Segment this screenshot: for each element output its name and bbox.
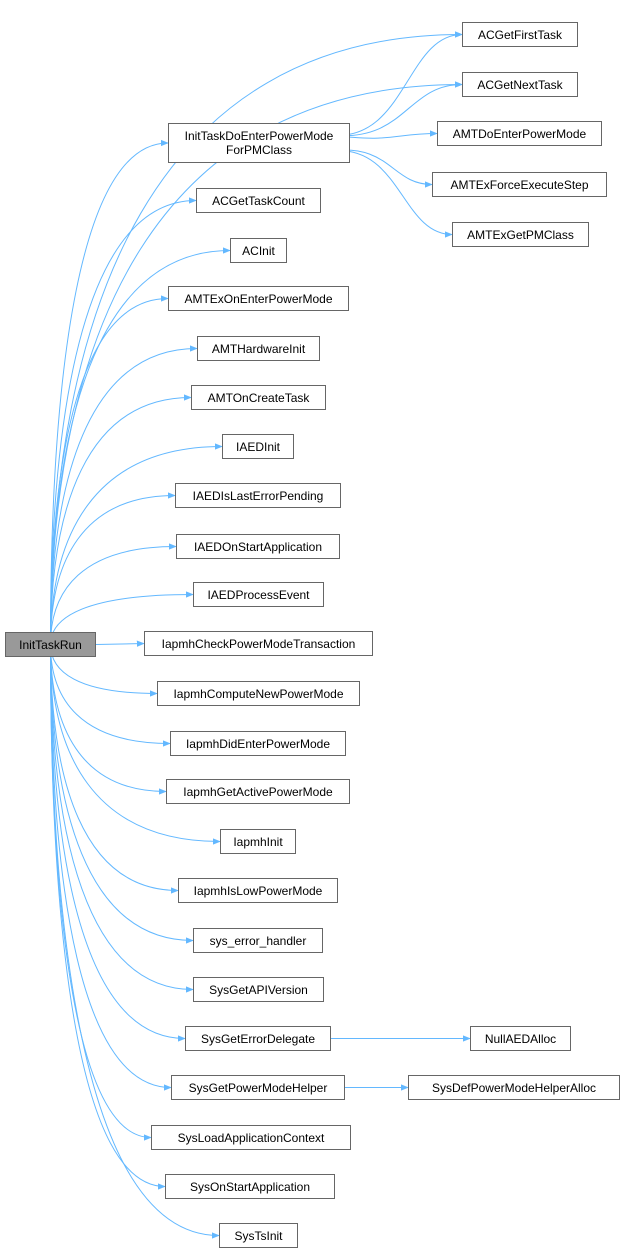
node-sys-get-apiversion[interactable]: SysGetAPIVersion	[193, 977, 324, 1002]
edge-root-to-amtExOnEnter	[50, 295, 169, 645]
node-acinit[interactable]: ACInit	[230, 238, 287, 263]
node-amton-create-task[interactable]: AMTOnCreateTask	[191, 385, 326, 410]
edge-root-to-iapmhDidEnter	[50, 644, 171, 747]
node-acget-next-task[interactable]: ACGetNextTask	[462, 72, 578, 97]
edge-root-to-sysLoadAppCtx	[50, 644, 152, 1141]
edge-root-to-iaedIsLast	[50, 492, 176, 645]
edge-root-to-iapmhGetActive	[50, 644, 167, 795]
node-iaedis-last-error-pending[interactable]: IAEDIsLastErrorPending	[175, 483, 341, 508]
node-label: SysTsInit	[234, 1228, 283, 1243]
node-amthardware-init[interactable]: AMTHardwareInit	[197, 336, 320, 361]
node-label: IapmhCheckPowerModeTransaction	[161, 636, 356, 651]
node-iaedprocess-event[interactable]: IAEDProcessEvent	[193, 582, 324, 607]
edge-root-to-iapmhCheck	[95, 640, 145, 647]
node-iapmh-init[interactable]: IapmhInit	[220, 829, 296, 854]
node-label: SysOnStartApplication	[189, 1179, 311, 1194]
node-acget-task-count[interactable]: ACGetTaskCount	[196, 188, 321, 213]
node-iaedinit[interactable]: IAEDInit	[222, 434, 294, 459]
node-label: NullAEDAlloc	[484, 1031, 557, 1046]
node-label: IAEDOnStartApplication	[193, 539, 323, 554]
node-iapmh-is-low-power-mode[interactable]: IapmhIsLowPowerMode	[178, 878, 338, 903]
edge-root-to-amtHwInit	[50, 345, 198, 645]
node-iapmh-check-power-mode-transaction[interactable]: IapmhCheckPowerModeTransaction	[144, 631, 373, 656]
edge-root-to-sysErrorHandler	[50, 644, 194, 944]
node-label: IapmhIsLowPowerMode	[193, 883, 323, 898]
edge-root-to-initTaskDoEnter	[50, 139, 169, 645]
edge-root-to-iapmhIsLow	[50, 644, 179, 894]
node-label: IAEDInit	[235, 439, 280, 454]
node-label: IapmhInit	[233, 834, 283, 849]
node-iapmh-did-enter-power-mode[interactable]: IapmhDidEnterPowerMode	[170, 731, 346, 756]
node-acget-first-task[interactable]: ACGetFirstTask	[462, 22, 578, 47]
node-label: InitTaskRun	[19, 637, 82, 652]
node-amtdo-enter-power-mode[interactable]: AMTDoEnterPowerMode	[437, 121, 602, 146]
edge-root-to-iapmhInit	[50, 644, 221, 845]
node-label: ACGetNextTask	[477, 77, 563, 92]
node-init-task-do-enter-power-mode-for-pmclass[interactable]: InitTaskDoEnterPowerMode ForPMClass	[168, 123, 350, 163]
node-iapmh-compute-new-power-mode[interactable]: IapmhComputeNewPowerMode	[157, 681, 360, 706]
node-label: IapmhDidEnterPowerMode	[185, 736, 331, 751]
node-sys-ts-init[interactable]: SysTsInit	[219, 1223, 298, 1248]
node-sys-on-start-application[interactable]: SysOnStartApplication	[165, 1174, 335, 1199]
edge-root-to-sysOnStart	[50, 644, 166, 1190]
edge-root-to-acGetTaskCount	[50, 197, 197, 645]
node-label: SysGetAPIVersion	[209, 982, 308, 997]
edge-root-to-amtOnCreate	[50, 394, 192, 645]
node-label: ACGetFirstTask	[477, 27, 562, 42]
edge-root-to-sysGetErrorDelegate	[50, 644, 186, 1042]
node-label: SysGetPowerModeHelper	[188, 1080, 328, 1095]
node-label: AMTExGetPMClass	[467, 227, 574, 242]
node-label: IapmhComputeNewPowerMode	[173, 686, 344, 701]
edge-root-to-iaedInit	[50, 443, 223, 645]
node-label: AMTHardwareInit	[211, 341, 306, 356]
edge-initTaskDoEnter-to-acGetNextTask	[329, 81, 463, 137]
node-label: ACGetTaskCount	[212, 193, 305, 208]
edge-root-to-sysTsInit	[50, 644, 220, 1239]
node-sys-get-power-mode-helper[interactable]: SysGetPowerModeHelper	[171, 1075, 345, 1100]
node-amtex-get-pmclass[interactable]: AMTExGetPMClass	[452, 222, 589, 247]
node-label: InitTaskDoEnterPowerMode ForPMClass	[184, 129, 334, 157]
node-label: IapmhGetActivePowerMode	[183, 784, 333, 799]
node-iaedon-start-application[interactable]: IAEDOnStartApplication	[176, 534, 340, 559]
node-label: AMTExOnEnterPowerMode	[184, 291, 333, 306]
node-label: SysGetErrorDelegate	[200, 1031, 316, 1046]
node-init-task-run: InitTaskRun	[5, 632, 96, 657]
edge-root-to-acGetNextTask	[50, 81, 463, 645]
node-label: AMTDoEnterPowerMode	[452, 126, 587, 141]
node-iapmh-get-active-power-mode[interactable]: IapmhGetActivePowerMode	[166, 779, 350, 804]
edge-root-to-sysGetPmHelper	[50, 644, 172, 1091]
edge-root-to-iaedOnStart	[50, 543, 177, 645]
node-label: AMTOnCreateTask	[207, 390, 310, 405]
node-sys-load-application-context[interactable]: SysLoadApplicationContext	[151, 1125, 351, 1150]
node-label: AMTExForceExecuteStep	[450, 177, 589, 192]
node-label: SysDefPowerModeHelperAlloc	[431, 1080, 597, 1095]
node-label: SysLoadApplicationContext	[177, 1130, 325, 1145]
edge-root-to-sysGetApi	[50, 644, 194, 993]
node-sys-get-error-delegate[interactable]: SysGetErrorDelegate	[185, 1026, 331, 1051]
edge-initTaskDoEnter-to-acGetFirstTask	[329, 31, 463, 136]
node-label: ACInit	[242, 243, 275, 258]
node-label: sys_error_handler	[209, 933, 307, 948]
node-label: IAEDProcessEvent	[207, 587, 310, 602]
node-label: IAEDIsLastErrorPending	[192, 488, 324, 503]
node-null-aedalloc[interactable]: NullAEDAlloc	[470, 1026, 571, 1051]
node-amtex-force-execute-step[interactable]: AMTExForceExecuteStep	[432, 172, 607, 197]
node-sys-def-power-mode-helper-alloc[interactable]: SysDefPowerModeHelperAlloc	[408, 1075, 620, 1100]
node-sys-error-handler[interactable]: sys_error_handler	[193, 928, 323, 953]
node-amtex-on-enter-power-mode[interactable]: AMTExOnEnterPowerMode	[168, 286, 349, 311]
edge-initTaskDoEnter-to-amtExGetPM	[329, 150, 453, 238]
